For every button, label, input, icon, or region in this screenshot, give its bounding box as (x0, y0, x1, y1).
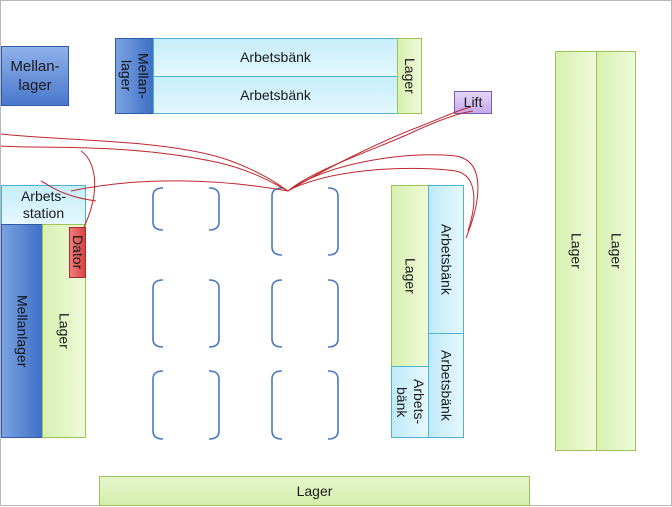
bracket-pair (271, 187, 339, 256)
bracket-pair (152, 279, 220, 348)
mellanlager-top-bench: Mellan- lager (115, 38, 154, 114)
arbetsbank-top-2-label: Arbetsbänk (240, 86, 311, 103)
lift: Lift (454, 91, 492, 114)
bracket-pair (152, 370, 220, 440)
mellanlager-left: Mellanlager (1, 224, 43, 438)
lager-bottom: Lager (99, 476, 530, 506)
lager-right-1: Lager (555, 51, 597, 451)
arbetsbank-small: Arbets- bänk (391, 366, 429, 438)
bracket-pair (271, 370, 339, 440)
arbetsbank-mid-1: Arbetsbänk (428, 185, 464, 334)
arbetsstation: Arbets- station (1, 185, 86, 225)
lager-top-bench: Lager (397, 38, 422, 114)
lift-label: Lift (463, 94, 483, 110)
arbetsbank-mid-2: Arbetsbänk (428, 333, 464, 438)
mellanlager-left-label: Mellanlager (14, 294, 31, 368)
arbetsstation-label: Arbets- station (20, 188, 67, 221)
arbetsbank-small-label: Arbets- bänk (394, 379, 427, 425)
lager-right-2: Lager (596, 51, 636, 451)
dator: Dator (69, 227, 86, 278)
lager-top-bench-label: Lager (402, 58, 418, 94)
mellanlager-top-left-label: Mellan- lager (10, 58, 60, 94)
arbetsbank-top-2: Arbetsbänk (153, 76, 398, 114)
lager-right-2-label: Lager (608, 233, 625, 269)
lager-left-label: Lager (56, 313, 73, 349)
lager-mid: Lager (391, 185, 429, 367)
arbetsbank-mid-2-label: Arbetsbänk (438, 350, 455, 421)
mellanlager-top-left: Mellan- lager (1, 46, 69, 106)
lager-right-1-label: Lager (568, 233, 585, 269)
bracket-pair (271, 279, 339, 348)
arbetsbank-top-1: Arbetsbänk (153, 38, 398, 77)
arbetsbank-top-1-label: Arbetsbänk (240, 49, 311, 65)
mellanlager-top-bench-label: Mellan- lager (118, 53, 152, 99)
arbetsbank-mid-1-label: Arbetsbänk (438, 224, 455, 295)
dator-label: Dator (70, 235, 86, 270)
lager-mid-label: Lager (402, 258, 419, 294)
lager-bottom-label: Lager (296, 482, 333, 499)
bracket-pair (152, 187, 220, 231)
